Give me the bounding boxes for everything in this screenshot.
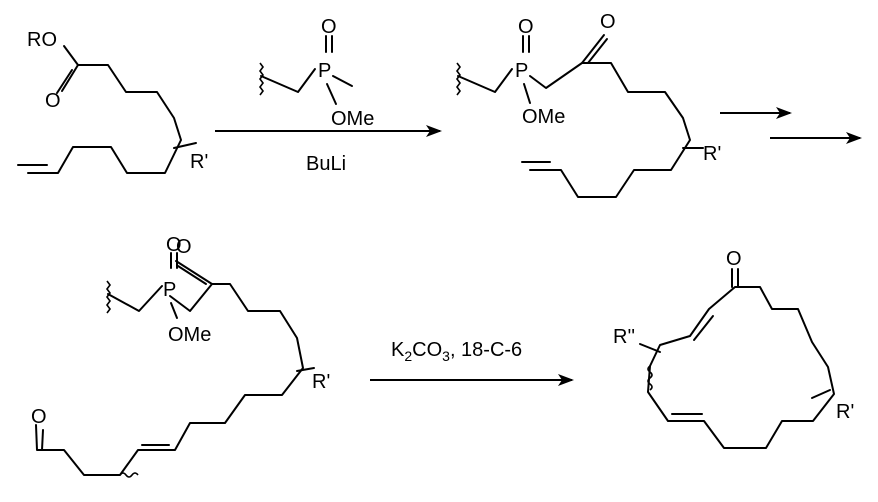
aldehyde-ome-label: OMe — [168, 324, 211, 346]
phosphonate-reagent: P O OMe — [259, 16, 374, 130]
aldehyde-ketone-o-label: O — [176, 236, 192, 258]
aldehyde-phosphonate: P O OMe O O R' — [31, 234, 330, 478]
ester-ro-label: RO — [27, 29, 57, 51]
reagent-oxo-label: O — [321, 16, 337, 38]
aldehyde-p-label: P — [163, 279, 176, 301]
intermediate-oxo-label: O — [518, 16, 534, 38]
intermediate-ketone-o-label: O — [600, 11, 616, 33]
reagent-p-label: P — [318, 60, 331, 82]
intermediate-ome-label: OMe — [522, 106, 565, 128]
ez-wavy-icon — [119, 472, 139, 478]
aldehyde-o-label: O — [31, 406, 47, 428]
arrow-3-conditions: K2CO3, 18-C-6 — [391, 339, 522, 364]
reagent-ome-label: OMe — [331, 108, 374, 130]
attachment-wavy-icon-3 — [106, 280, 111, 314]
ester-carbonyl-o-label: O — [45, 90, 61, 112]
aldehyde-oxo-label: O — [166, 234, 182, 256]
aldehyde-r-prime-label: R' — [312, 371, 330, 393]
keto-phosphonate: P O OMe O R' — [456, 11, 721, 198]
product-r-prime-label: R' — [836, 401, 854, 423]
ester-r-prime-label: R' — [190, 151, 208, 173]
macrocycle-product: O R'' R' — [613, 248, 854, 449]
product-ez-wavy-icon — [647, 365, 653, 391]
attachment-wavy-icon-2 — [456, 62, 461, 96]
arrow-1-conditions: BuLi — [306, 153, 346, 175]
product-ketone-o-label: O — [726, 248, 742, 270]
intermediate-r-prime-label: R' — [703, 143, 721, 165]
intermediate-p-label: P — [515, 60, 528, 82]
product-r-double-prime-label: R'' — [613, 326, 635, 348]
attachment-wavy-icon — [259, 62, 264, 96]
starting-ester: RO O R' — [17, 29, 208, 174]
